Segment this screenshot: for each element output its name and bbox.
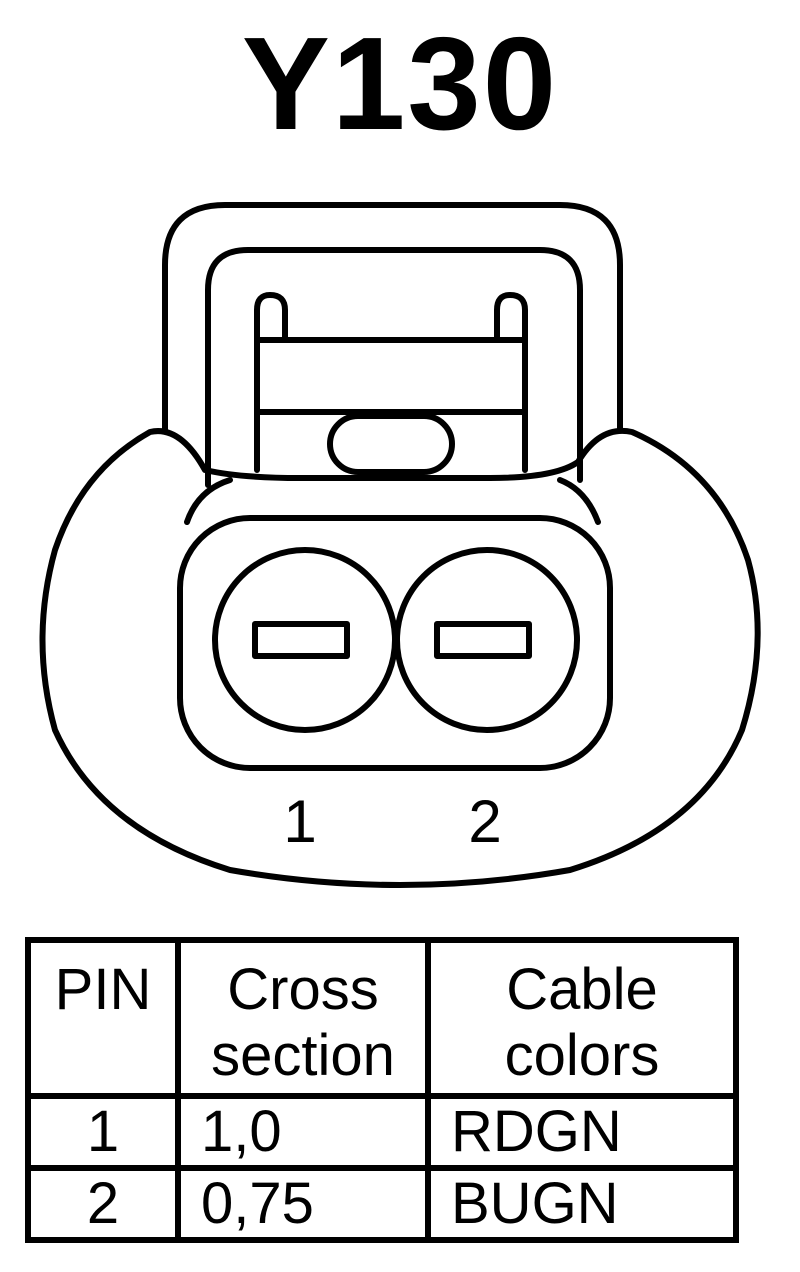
table-row: 2 0,75 BUGN [25,1165,739,1243]
connector-diagram: 1 2 [39,202,761,888]
pin-cavity-2 [394,547,580,733]
latch-tab-left [254,292,288,473]
header-cross-section-line1: Cross [227,957,379,1022]
latch-frame-outer [162,202,623,433]
pin-table: PIN Cross section Cable colors 1 1,0 RDG… [25,937,739,1243]
header-cross-section-line2: section [211,1023,395,1088]
cell-pin: 2 [25,1165,181,1243]
cell-cable-color: BUGN [425,1165,739,1243]
connector-body [39,427,761,888]
table-header-row: PIN Cross section Cable colors [25,937,739,1099]
pin-housing [177,515,613,771]
header-cable-colors-line2: colors [504,1023,660,1088]
shell-edge-left [184,477,233,525]
cell-cross-section: 1,0 [175,1093,431,1171]
table-row: 1 1,0 RDGN [25,1093,739,1171]
connector-title: Y130 [241,10,559,157]
pin-contact-1 [252,621,350,659]
cell-cross-section: 0,75 [175,1165,431,1243]
shell-edge-right [557,477,601,525]
header-pin-text: PIN [54,957,152,1022]
header-pin: PIN [25,937,181,1099]
latch-tab-right [494,292,528,473]
pin-label-1: 1 [283,788,316,855]
pin-cavity-1 [212,547,398,733]
pin-contact-2 [434,621,532,659]
latch-slot [327,413,455,475]
cell-cable-color: RDGN [425,1093,739,1171]
cell-pin: 1 [25,1093,181,1171]
header-cross-section: Cross section [175,937,431,1099]
latch-frame-inner [205,247,583,488]
header-cable-colors-line1: Cable [506,957,658,1022]
header-cable-colors: Cable colors [425,937,739,1099]
pin-label-2: 2 [468,788,501,855]
